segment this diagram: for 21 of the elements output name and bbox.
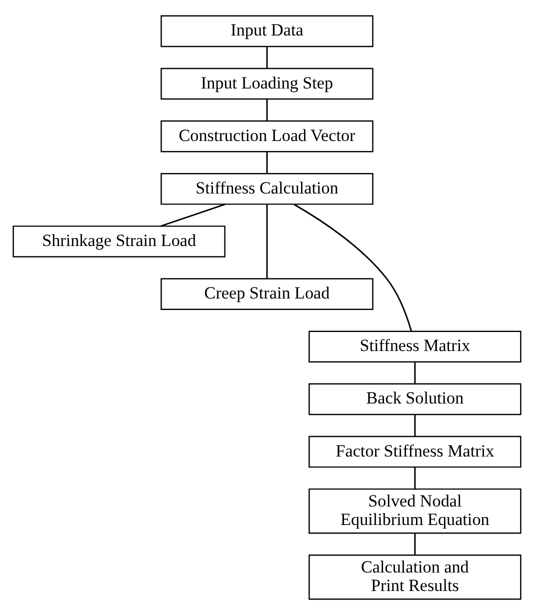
connector [266, 98, 268, 120]
node-box: Construction Load Vector [160, 120, 374, 152]
connector [294, 203, 412, 331]
node-box: Input Data [160, 14, 374, 47]
node-box: Solved Nodal Equilibrium Equation [308, 488, 522, 534]
node-box: Input Loading Step [160, 67, 374, 100]
node-box: Stiffness Calculation [160, 172, 374, 204]
node-box: Stiffness Matrix [308, 330, 522, 362]
node-box: Shrinkage Strain Load [12, 225, 226, 257]
connector [266, 46, 268, 68]
connector [414, 362, 416, 384]
node-box: Back Solution [308, 382, 522, 415]
connector [266, 151, 268, 174]
node-box: Creep Strain Load [160, 278, 374, 310]
node-box: Factor Stiffness Matrix [308, 435, 522, 468]
connector [160, 203, 226, 226]
connector [414, 414, 416, 436]
node-box: Calculation and Print Results [308, 554, 522, 600]
connector [414, 466, 416, 489]
connector [414, 532, 416, 554]
connector [266, 204, 268, 278]
